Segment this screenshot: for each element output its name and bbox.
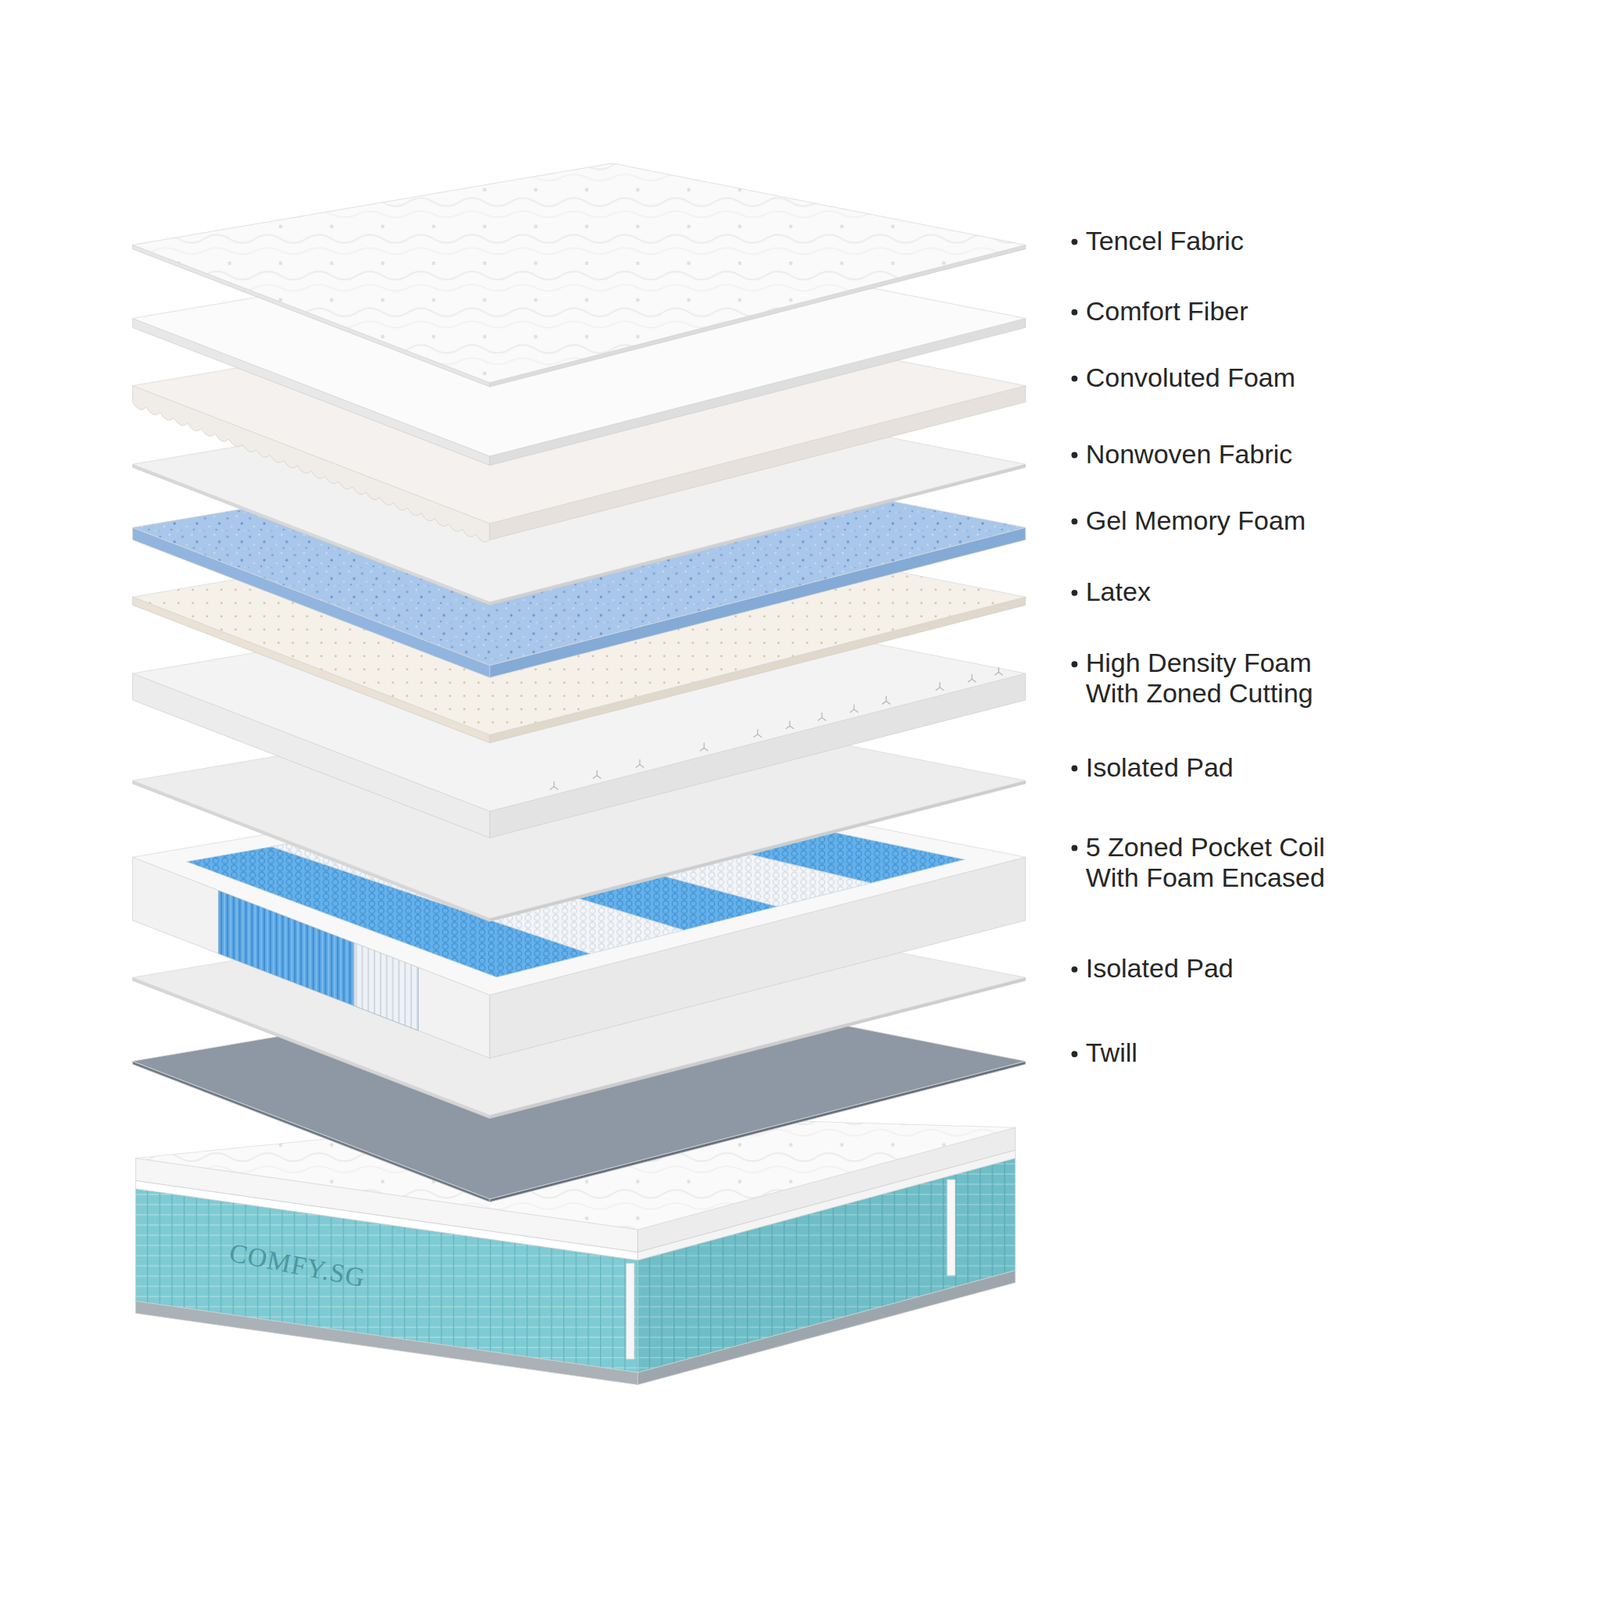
- bullet-dot: [1071, 589, 1078, 597]
- layer-label: Isolated Pad: [1085, 953, 1234, 984]
- zone-cut-mark: [635, 759, 644, 768]
- bullet-dot: [1071, 1050, 1078, 1058]
- bullet-points: [1071, 239, 1078, 1058]
- layer-label: Nonwoven Fabric: [1085, 439, 1293, 470]
- mattress-layers: [132, 163, 1026, 1385]
- zone-cut-mark: [994, 667, 1003, 675]
- bullet-dot: [1071, 765, 1078, 772]
- zone-cut-mark: [592, 770, 601, 779]
- layer-label: Twill: [1085, 1037, 1138, 1068]
- zone-cut-mark: [967, 674, 976, 683]
- tencel-layer: [132, 163, 1026, 387]
- layer-label: 5 Zoned Pocket Coil With Foam Encased: [1085, 832, 1368, 893]
- zone-cut-mark: [882, 696, 890, 704]
- layer-label: Tencel Fabric: [1085, 225, 1244, 257]
- zone-cut-mark: [935, 682, 944, 690]
- mattress-handle: [946, 1179, 955, 1276]
- mattress-handle: [625, 1263, 634, 1360]
- zone-cut-mark: [850, 703, 858, 712]
- bullet-dot: [1071, 518, 1078, 525]
- bullet-dot: [1071, 375, 1078, 383]
- bullet-dot: [1071, 660, 1078, 668]
- layer-label: Comfort Fiber: [1085, 296, 1249, 327]
- zone-cut-mark: [753, 728, 762, 737]
- bullet-dot: [1071, 239, 1078, 246]
- layer-label: Isolated Pad: [1085, 752, 1234, 783]
- bullet-dot: [1071, 966, 1078, 973]
- zone-cut-mark: [817, 712, 826, 721]
- bullet-dot: [1071, 844, 1078, 851]
- zone-cut-mark: [550, 781, 558, 790]
- zone-cut-mark: [700, 742, 708, 751]
- layer-label: Gel Memory Foam: [1085, 505, 1307, 536]
- layer-label: Convoluted Foam: [1085, 362, 1296, 393]
- bullet-dot: [1071, 452, 1078, 459]
- layer-label: Latex: [1085, 576, 1151, 608]
- layer-label: High Density Foam With Zoned Cutting: [1085, 647, 1352, 709]
- bullet-dot: [1071, 309, 1078, 316]
- zone-cut-mark: [785, 721, 794, 729]
- layer-top: [132, 163, 1026, 383]
